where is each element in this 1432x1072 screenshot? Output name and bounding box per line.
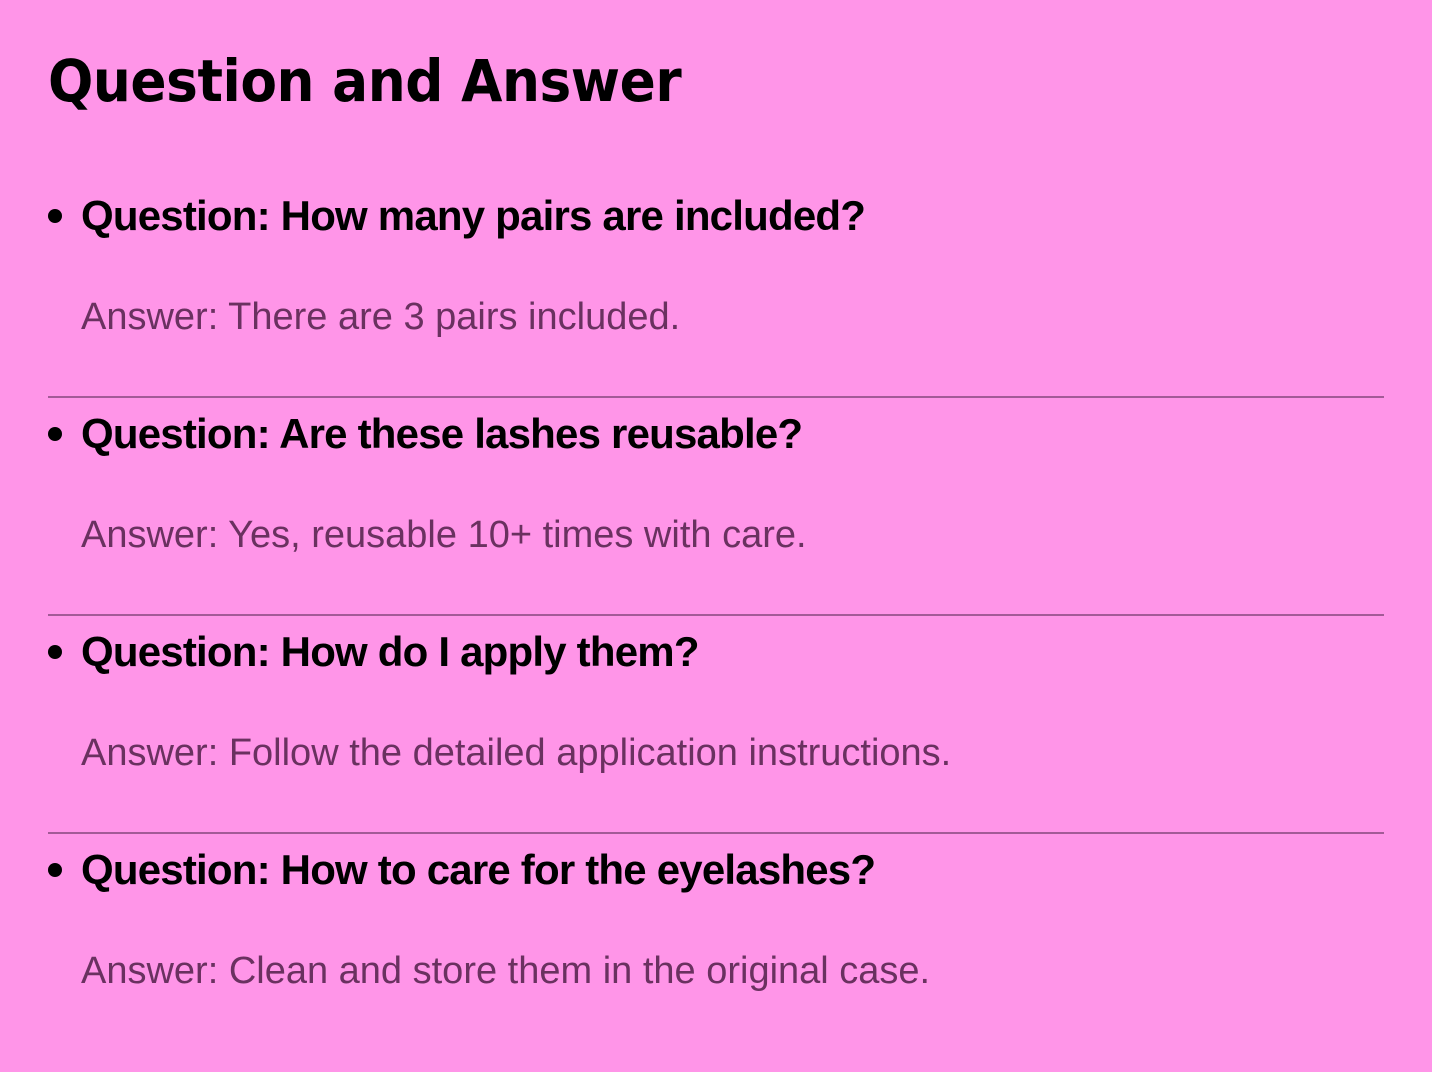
qa-item: Question: Are these lashes reusable? Ans… — [48, 398, 1384, 616]
question-text: Question: Are these lashes reusable? — [81, 410, 803, 457]
question-text: Question: How do I apply them? — [81, 628, 699, 675]
qa-item: Question: How do I apply them? Answer: F… — [48, 616, 1384, 834]
bullet-icon — [48, 863, 62, 877]
question-text: Question: How many pairs are included? — [81, 192, 866, 239]
answer-text: Answer: Clean and store them in the orig… — [81, 950, 931, 992]
qa-item: Question: How many pairs are included? A… — [48, 180, 1384, 398]
qa-item: Question: How to care for the eyelashes?… — [48, 834, 1384, 1052]
bullet-icon — [48, 427, 62, 441]
bullet-icon — [48, 645, 62, 659]
answer-text: Answer: There are 3 pairs included. — [81, 296, 681, 338]
qa-list: Question: How many pairs are included? A… — [48, 180, 1384, 1052]
answer-text: Answer: Yes, reusable 10+ times with car… — [81, 514, 807, 556]
question-text: Question: How to care for the eyelashes? — [81, 846, 876, 893]
page-title: Question and Answer — [48, 47, 682, 115]
answer-text: Answer: Follow the detailed application … — [81, 732, 952, 774]
bullet-icon — [48, 209, 62, 223]
